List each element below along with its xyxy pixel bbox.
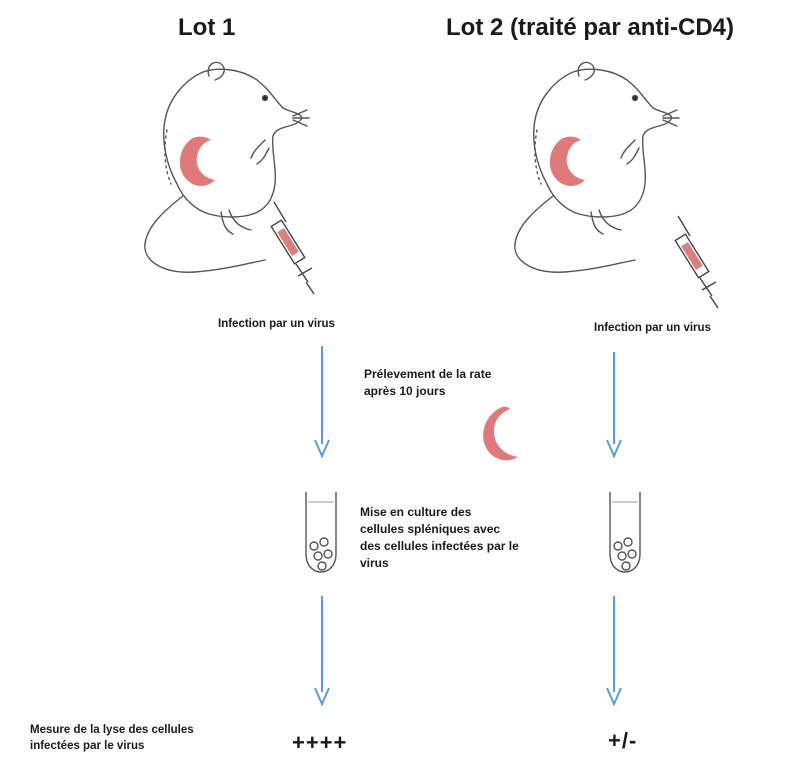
- lot2-title: Lot 2 (traité par anti-CD4): [446, 14, 734, 42]
- arrow-down-icon: [312, 346, 332, 458]
- culture-tube-icon: [602, 488, 648, 584]
- culture-tube-icon: [298, 488, 344, 584]
- culture-step: Mise en culture des cellules spléniques …: [360, 504, 600, 572]
- lot1-infection-label: Infection par un virus: [218, 318, 335, 330]
- arrow-down-icon: [604, 352, 624, 458]
- syringe-icon: [268, 198, 328, 298]
- spleen-icon: [476, 405, 520, 463]
- syringe-icon: [672, 212, 732, 312]
- arrow-down-icon: [312, 596, 332, 706]
- lot2-result: +/-: [608, 728, 637, 754]
- spleen-removal-step: Prélevement de la rate après 10 jours: [364, 366, 491, 400]
- lot1-title: Lot 1: [178, 14, 235, 42]
- arrow-down-icon: [604, 596, 624, 706]
- spleen-icon: [180, 137, 215, 186]
- measure-label: Mesure de la lyse des cellules infectées…: [30, 722, 194, 754]
- lot2-infection-label: Infection par un virus: [594, 322, 711, 334]
- lot1-result: ++++: [292, 730, 347, 756]
- spleen-icon: [550, 137, 585, 186]
